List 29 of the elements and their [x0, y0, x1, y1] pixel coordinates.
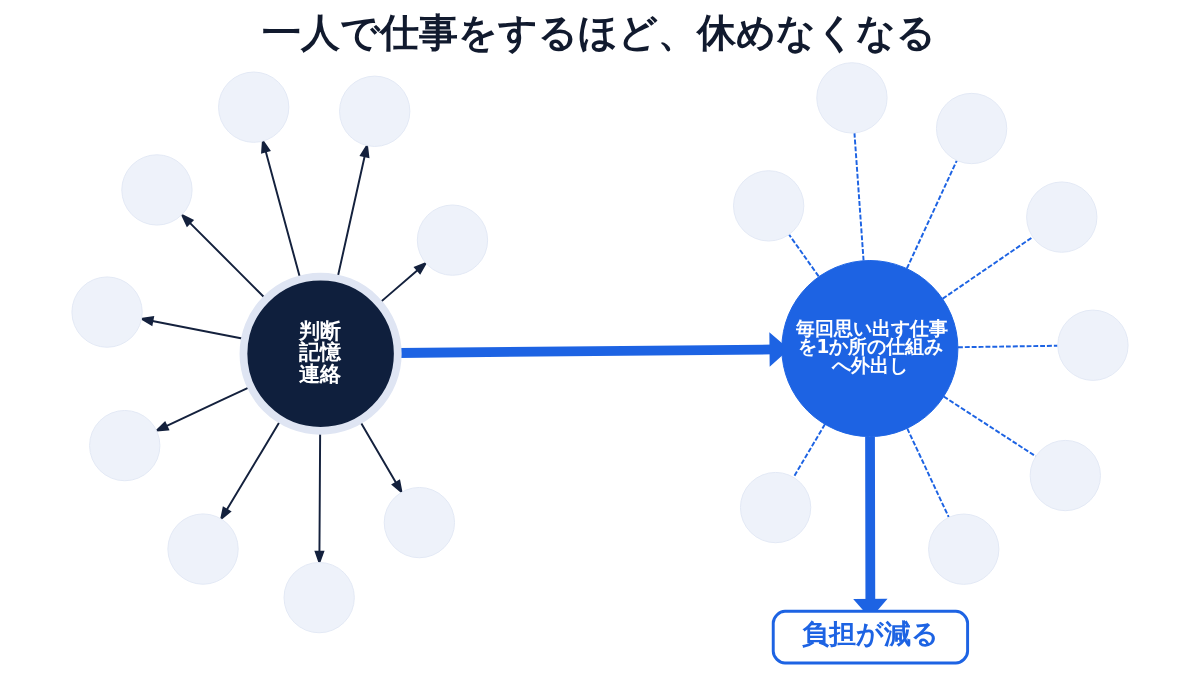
node-circle — [167, 513, 239, 585]
connector — [957, 344, 1059, 349]
node-circle — [218, 71, 290, 143]
node-circle — [1057, 309, 1129, 381]
connector — [906, 427, 950, 519]
node-circle — [339, 75, 411, 147]
node-circle — [935, 92, 1008, 165]
connector — [942, 395, 1037, 458]
node-circle: 毎回思い出す仕事を1か所の仕組みへ外出し — [781, 260, 959, 438]
node-circle — [71, 276, 143, 348]
node-circle — [283, 561, 355, 634]
node-circle — [1029, 439, 1101, 512]
connector — [788, 233, 820, 278]
node-circle — [739, 471, 812, 544]
node-circle — [928, 513, 1000, 585]
node-circle — [89, 409, 161, 482]
node-circle — [416, 204, 489, 276]
node-circle — [383, 486, 456, 559]
connector — [853, 132, 865, 262]
connector — [792, 423, 826, 479]
node-circle: 判断 記憶 連絡 — [239, 272, 402, 435]
node-circle — [1026, 181, 1098, 253]
node-circle — [733, 170, 805, 242]
connector — [905, 159, 958, 270]
node-circle — [816, 62, 888, 134]
node-box: 負担が減る — [771, 609, 970, 665]
connector — [941, 236, 1034, 300]
arrow — [180, 213, 267, 300]
diagram-title: 一人で仕事をするほど、休めなくなる — [261, 10, 936, 56]
